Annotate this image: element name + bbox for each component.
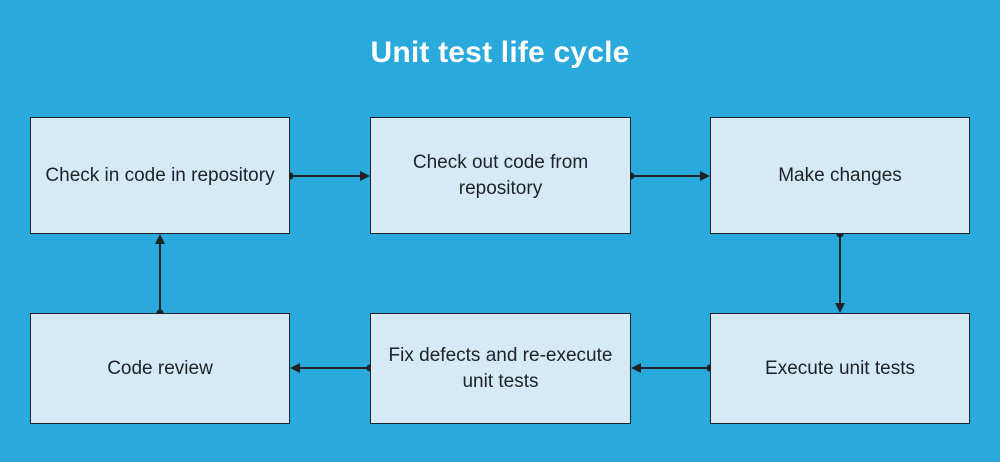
edge-fix-defects-to-code-review — [290, 363, 374, 373]
node-check-out-label: Check out code from repository — [412, 151, 589, 199]
node-execute-unit-tests[interactable]: Execute unit tests — [710, 313, 970, 424]
node-make-changes-label: Make changes — [778, 164, 902, 186]
edge-code-review-to-check-in — [155, 234, 165, 317]
edge-execute-unit-tests-to-fix-defects — [631, 363, 714, 373]
edge-check-in-to-check-out — [286, 171, 370, 181]
node-fix-defects[interactable]: Fix defects and re-execute unit tests — [370, 313, 631, 424]
node-code-review-label: Code review — [107, 357, 213, 379]
node-code-review[interactable]: Code review — [30, 313, 290, 424]
node-make-changes[interactable]: Make changes — [710, 117, 970, 234]
page-title: Unit test life cycle — [370, 36, 630, 69]
edge-check-out-to-make-changes — [627, 171, 710, 181]
node-execute-unit-tests-label: Execute unit tests — [765, 357, 915, 379]
node-fix-defects-label: Fix defects and re-execute unit tests — [388, 344, 613, 392]
node-check-in[interactable]: Check in code in repository — [30, 117, 290, 234]
edge-make-changes-to-execute-unit-tests — [835, 230, 845, 313]
node-check-in-label: Check in code in repository — [45, 164, 275, 186]
node-check-out[interactable]: Check out code from repository — [370, 117, 631, 234]
